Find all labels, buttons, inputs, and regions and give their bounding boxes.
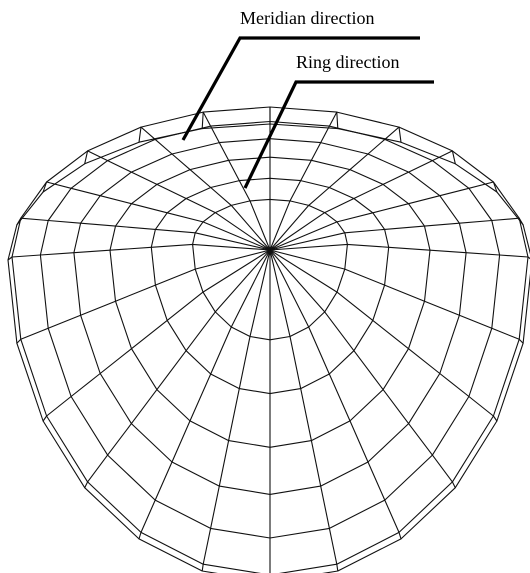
meridian-line xyxy=(11,243,271,258)
meridian-line xyxy=(269,217,520,251)
rim-connector-line xyxy=(84,150,89,165)
rim-connector-line xyxy=(42,415,48,422)
rim-connector-line xyxy=(518,217,524,226)
rim-connector-line xyxy=(492,415,498,422)
meridian-line xyxy=(269,249,453,483)
rim-connector-line xyxy=(7,256,13,261)
meridian-line xyxy=(269,126,400,251)
rim-connector-line xyxy=(336,111,339,130)
meridian-lines xyxy=(7,106,530,573)
meridian-line xyxy=(269,249,400,533)
rim-connector-line xyxy=(84,481,89,489)
ring-annotation: Ring direction xyxy=(243,52,434,189)
meridian-direction-label: Meridian direction xyxy=(240,8,374,28)
meridian-line xyxy=(269,111,338,251)
meridian-line xyxy=(202,249,271,565)
meridian-line xyxy=(87,150,271,251)
rim-connector-line xyxy=(201,111,204,130)
meridian-line xyxy=(269,249,338,565)
meridian-line xyxy=(269,243,529,258)
meridian-line xyxy=(140,249,271,533)
meridian-leader-line xyxy=(181,36,420,141)
rim-connector-line xyxy=(201,563,204,572)
meridian-line xyxy=(140,126,271,251)
ring-direction-label: Ring direction xyxy=(296,52,399,72)
meridian-line xyxy=(269,249,520,340)
rim-connector-line xyxy=(16,217,22,226)
rim-connector-line xyxy=(398,126,402,143)
rim-connector-line xyxy=(138,126,142,143)
meridian-line xyxy=(46,249,271,417)
rim-connector-line xyxy=(336,563,339,572)
meridian-line xyxy=(269,249,494,417)
rim-connector-line xyxy=(492,181,498,193)
rim-connector-line xyxy=(42,181,48,193)
rim-line xyxy=(7,123,530,573)
meridian-line xyxy=(269,181,494,251)
rim-connector-line xyxy=(527,256,530,260)
meridian-line xyxy=(202,111,271,251)
meridian-line xyxy=(46,181,271,251)
meridian-line xyxy=(269,150,453,251)
rim-connector-line xyxy=(398,531,402,540)
rim-connector-line xyxy=(451,481,456,489)
meridian-line xyxy=(20,217,271,251)
meridian-line xyxy=(20,249,271,340)
ring-leader-line xyxy=(243,80,434,189)
rim-connector-line xyxy=(138,531,142,540)
rim-connector-line xyxy=(518,338,524,344)
meridian-annotation: Meridian direction xyxy=(181,8,420,141)
meridian-line xyxy=(87,249,271,483)
rim-connector-line xyxy=(451,150,456,165)
rim-connector-line xyxy=(16,338,22,344)
ring-lines xyxy=(7,106,530,573)
